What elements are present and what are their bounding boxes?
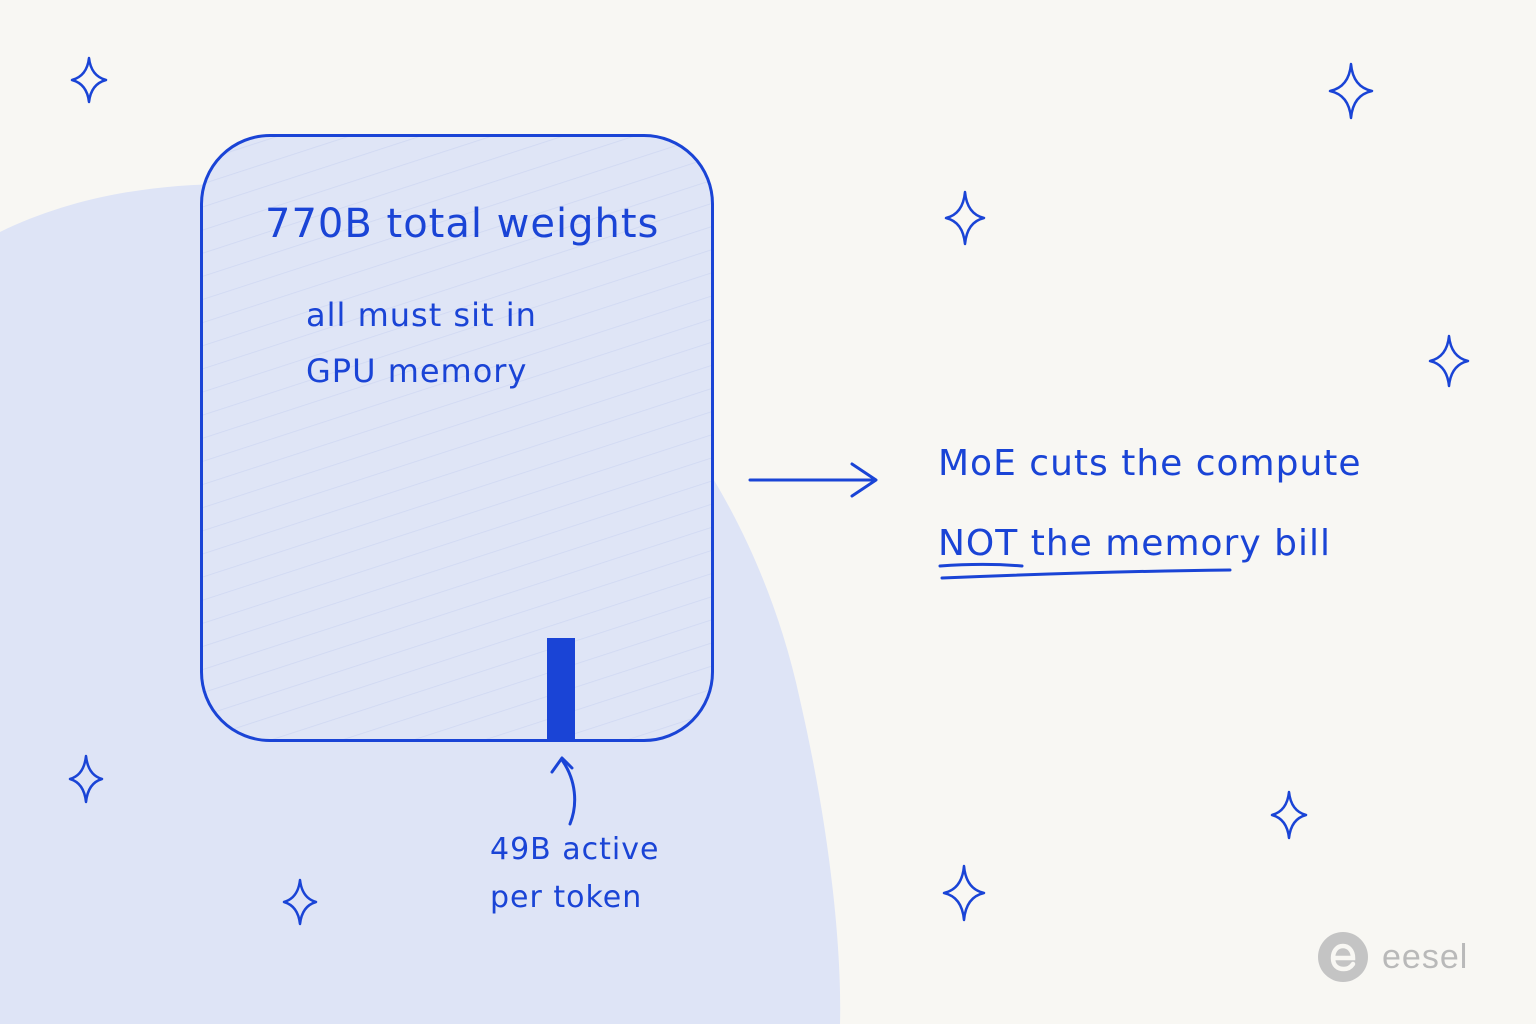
memory-box-line-2: GPU memory <box>306 352 528 390</box>
sparkle-icon <box>1270 790 1308 840</box>
memory-box-line-1: all must sit in <box>306 296 537 334</box>
caption-pointer-arrow <box>550 756 577 826</box>
callout-emphasis: NOT <box>938 523 1019 564</box>
sparkle-icon <box>68 754 104 804</box>
sparkle-icon <box>942 864 986 922</box>
right-arrow-icon <box>748 462 878 498</box>
active-caption-line-2: per token <box>490 880 643 915</box>
sparkle-icon <box>944 190 986 246</box>
hatch-texture <box>203 137 711 739</box>
active-weights-bar <box>547 638 575 739</box>
active-caption: 49B active per token <box>490 826 659 922</box>
memory-box: 770B total weights all must sit in GPU m… <box>200 134 714 742</box>
eesel-logo-icon <box>1318 932 1368 982</box>
sparkle-icon <box>1328 62 1374 120</box>
callout-line-1: MoE cuts the compute <box>938 443 1362 484</box>
eesel-logo: eesel <box>1316 930 1468 984</box>
callout-underline <box>938 563 1232 580</box>
sparkle-icon <box>1428 334 1470 388</box>
sparkle-icon <box>282 878 318 926</box>
sparkle-icon <box>70 56 108 104</box>
memory-box-title: 770B total weights <box>265 201 660 247</box>
active-caption-line-1: 49B active <box>490 832 660 867</box>
eesel-logo-wordmark: eesel <box>1382 937 1469 976</box>
memory-box-subtitle: all must sit in GPU memory <box>306 287 537 399</box>
callout-line-2: NOT the memory bill <box>938 504 1362 584</box>
callout-line-2-rest: the memory bill <box>1018 523 1331 564</box>
callout-text: MoE cuts the compute NOT the memory bill <box>938 424 1362 584</box>
